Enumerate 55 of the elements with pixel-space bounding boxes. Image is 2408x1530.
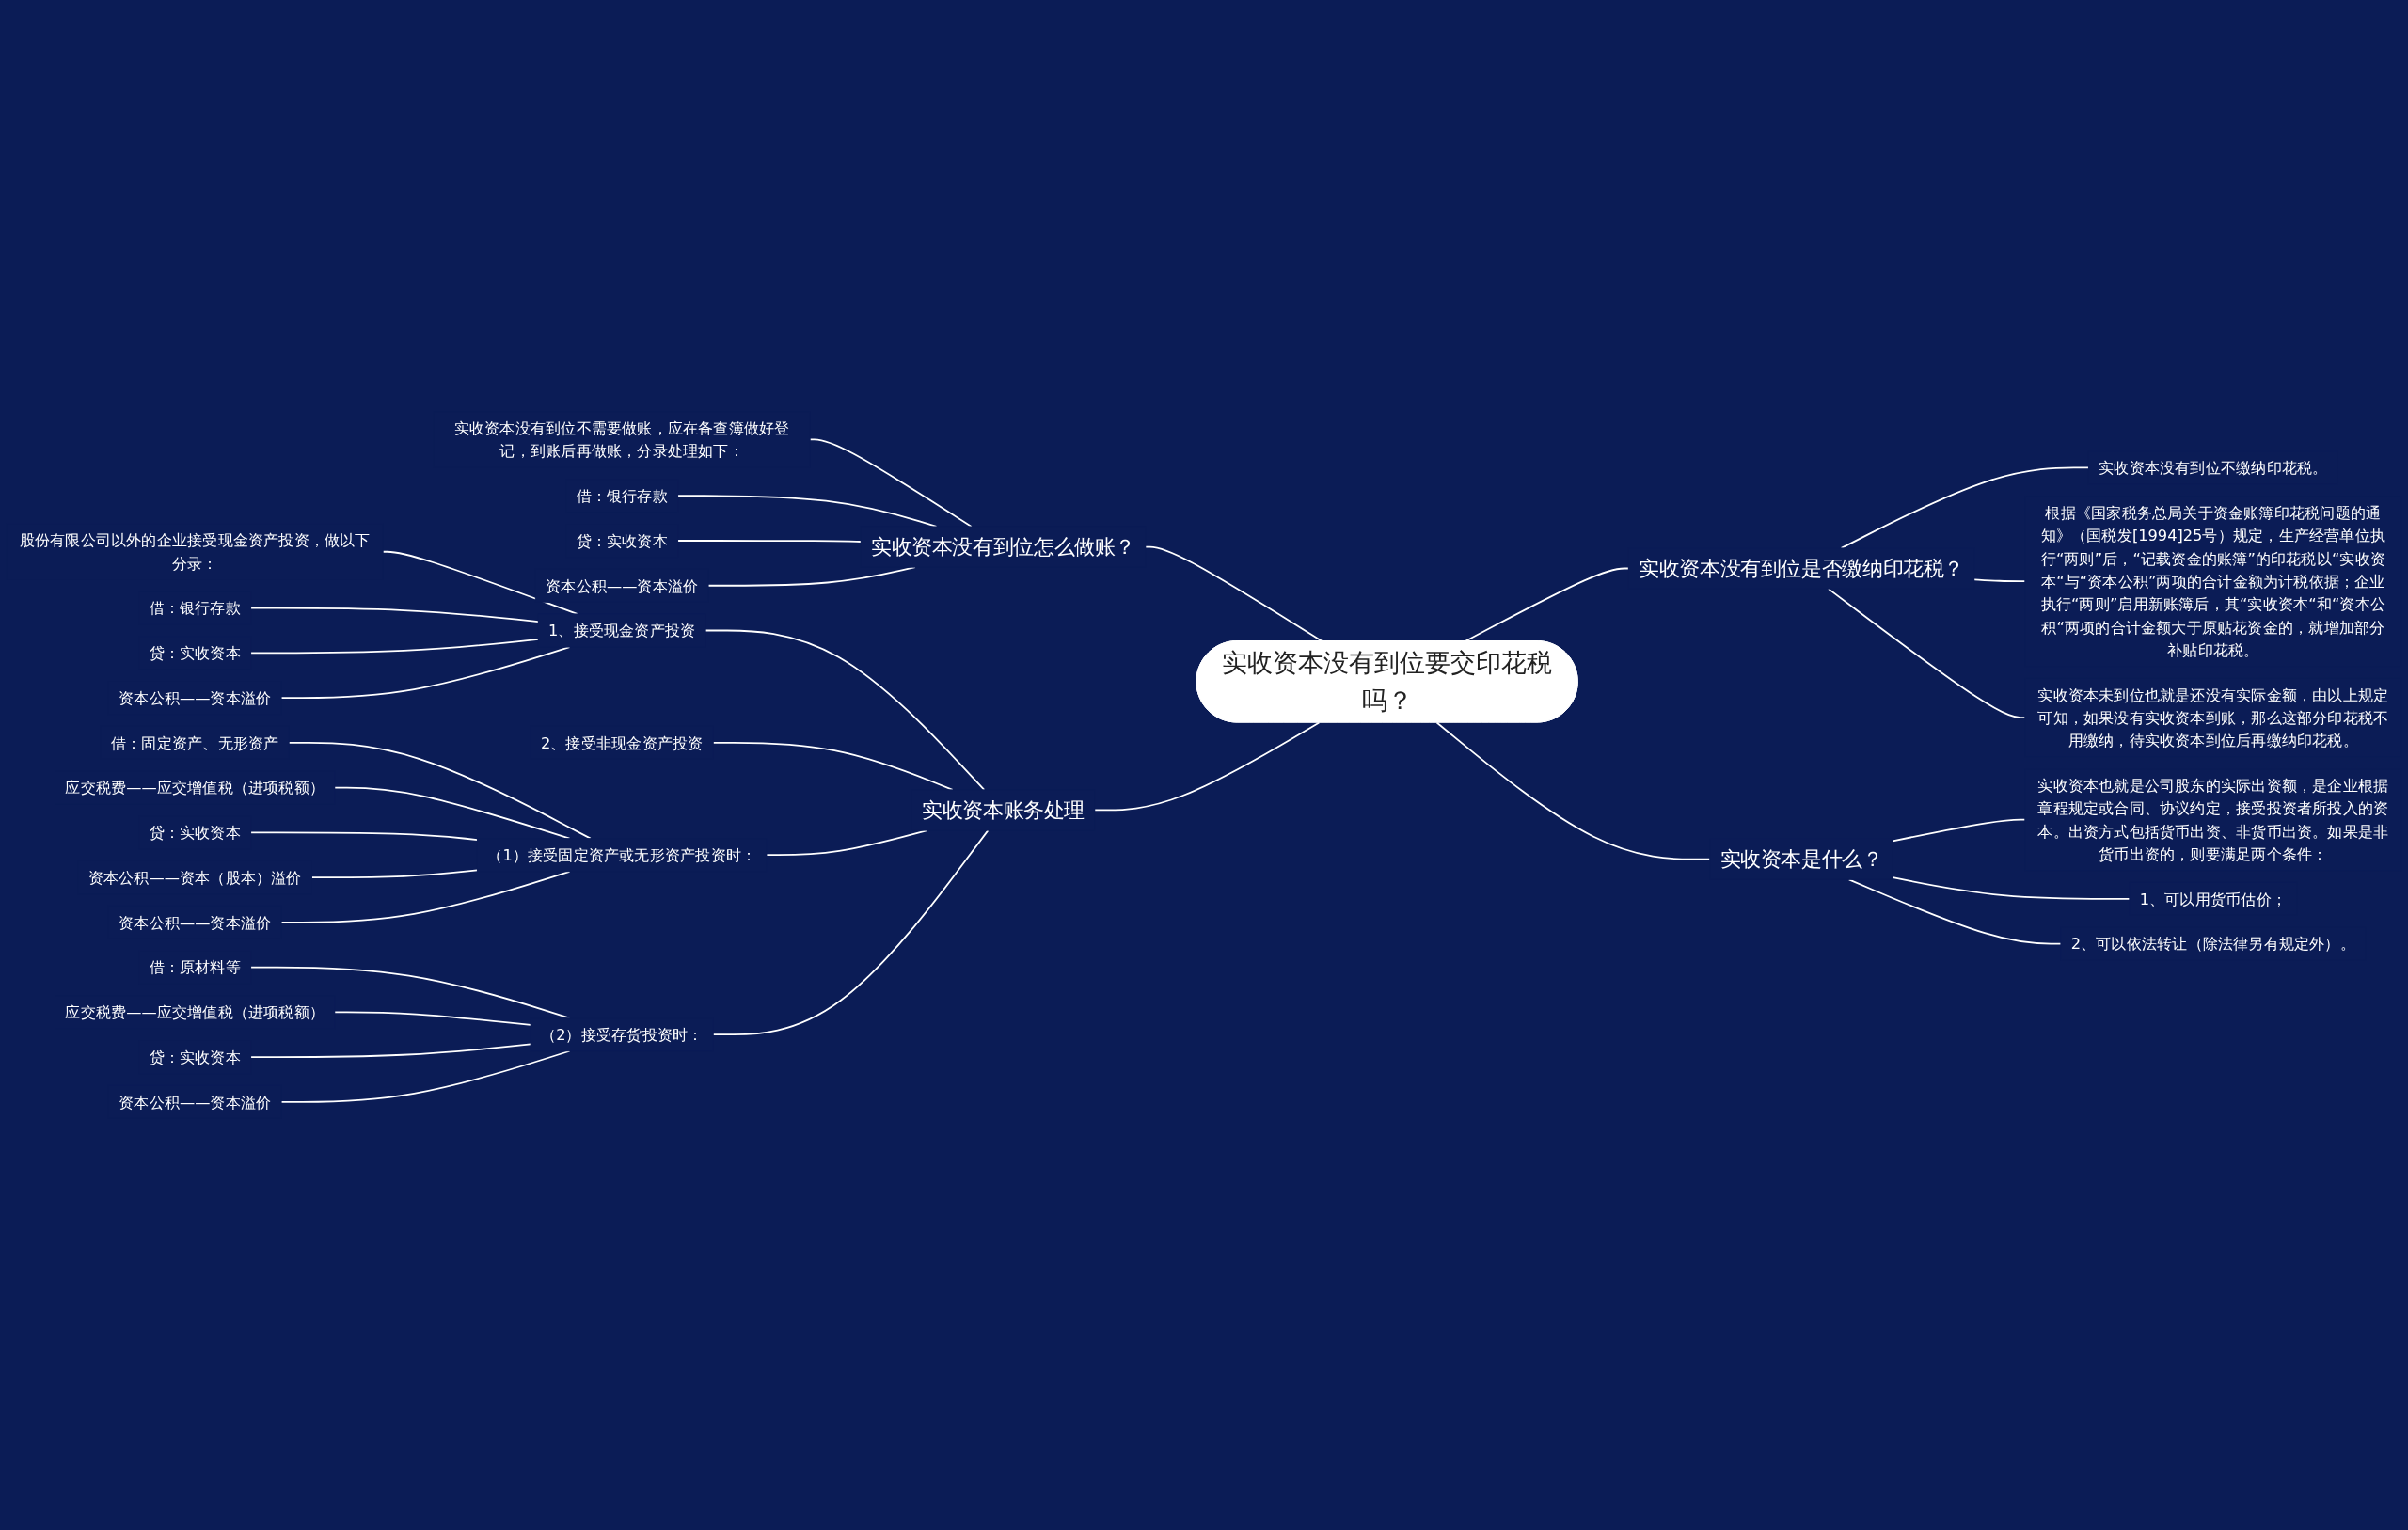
- connector: [249, 831, 479, 841]
- node-text: 实收资本没有到位不需要做账，应在备查簿做好登记，到账后再做账，分录处理如下：: [453, 418, 790, 460]
- node-text: 借：原材料等: [149, 958, 241, 977]
- node-text: 资本公积——资本溢价: [546, 576, 699, 595]
- node-text: 实收资本没有到位不缴纳印花税。: [2099, 458, 2328, 477]
- node-text: 应交税费——应交增值税（进项税额）: [65, 779, 325, 797]
- connector: [1093, 721, 1321, 812]
- connector: [1827, 588, 2026, 718]
- node-text: 1、接受现金资产投资: [548, 622, 696, 639]
- connector: [249, 638, 540, 655]
- node-text: 实收资本账务处理: [922, 797, 1085, 823]
- node-text: 1、可以用货币估价；: [2139, 890, 2287, 908]
- node-text: （1）接受固定资产或无形资产投资时：: [487, 845, 757, 864]
- connector: [1144, 545, 1323, 642]
- connector: [249, 607, 540, 623]
- connector: [288, 741, 592, 840]
- node-text: 应交税费——应交增值税（进项税额）: [65, 1002, 325, 1021]
- connector: [1847, 878, 2062, 945]
- node-text: 借：固定资产、无形资产: [111, 733, 279, 752]
- connector: [809, 438, 973, 528]
- node-text: 资本公积——资本溢价: [119, 1093, 272, 1112]
- node-text: 2、可以依法转让（除法律另有规定外）。: [2070, 935, 2355, 954]
- node-text: 贷：实收资本: [149, 643, 241, 662]
- node-text: （2）接受存货投资时：: [540, 1025, 704, 1044]
- connector: [280, 870, 571, 923]
- connector: [676, 540, 863, 543]
- connector: [712, 741, 954, 791]
- node-text: 实收资本是什么？: [1719, 847, 1883, 872]
- node-text: 借：银行存款: [576, 486, 668, 505]
- node-text: 资本公积——资本溢价: [119, 688, 272, 707]
- connector: [1840, 466, 2090, 549]
- node-text: 实收资本没有到位怎么做账？: [871, 534, 1136, 560]
- node-text: 资本公积——资本（股本）溢价: [87, 868, 302, 887]
- node-text: 根据《国家税务总局关于资金账簿印花税问题的通知》（国税发[1994]25号）规定，生产经营单位执行“两则”后，“记载资金的账簿”的印花税以“实收资本“与“资本公积”两项的合计金额为计税依据；企业执行“两则”启用新账簿后，其“实收资本“和“资本公积“两项的合计金额大于原贴花资金的，就增加部分补贴印花税。: [2040, 503, 2386, 659]
- connector: [1972, 578, 2026, 582]
- node-text: 股份有限公司以外的企业接受现金资产投资，做以下分录：: [19, 531, 371, 573]
- node-text: 实收资本没有到位是否缴纳印花税？: [1639, 556, 1964, 581]
- node-text: 实收资本未到位也就是还没有实际金额，由以上规定可知，如果没有实收资本到账，那么这部分印花税不用缴纳，待实收资本到位后再缴纳印花税。: [2037, 686, 2389, 749]
- connector: [280, 1049, 571, 1103]
- node-text: 资本公积——资本溢价: [119, 913, 272, 932]
- node-text: 实收资本也就是公司股东的实际出资额，是企业根据章程规定或合同、协议约定，接受投资者所投入的资本。出资方式包括货币出资、非货币出资。如果是非货币出资的，则要满足两个条件：: [2037, 776, 2389, 863]
- connector: [249, 1043, 532, 1058]
- node-text: 贷：实收资本: [149, 1048, 241, 1066]
- node-text: 贷：实收资本: [149, 823, 241, 842]
- connector: [705, 629, 986, 791]
- connector: [1464, 567, 1630, 642]
- connector: [1892, 818, 2026, 843]
- connector: [712, 829, 990, 1036]
- connector: [1892, 876, 2131, 900]
- node-text: 借：银行存款: [149, 599, 241, 618]
- node-text: 2、接受非现金资产投资: [540, 733, 704, 752]
- connector: [310, 869, 479, 878]
- connector: [333, 1011, 532, 1026]
- connector: [1435, 721, 1711, 860]
- node-text: 贷：实收资本: [576, 531, 668, 550]
